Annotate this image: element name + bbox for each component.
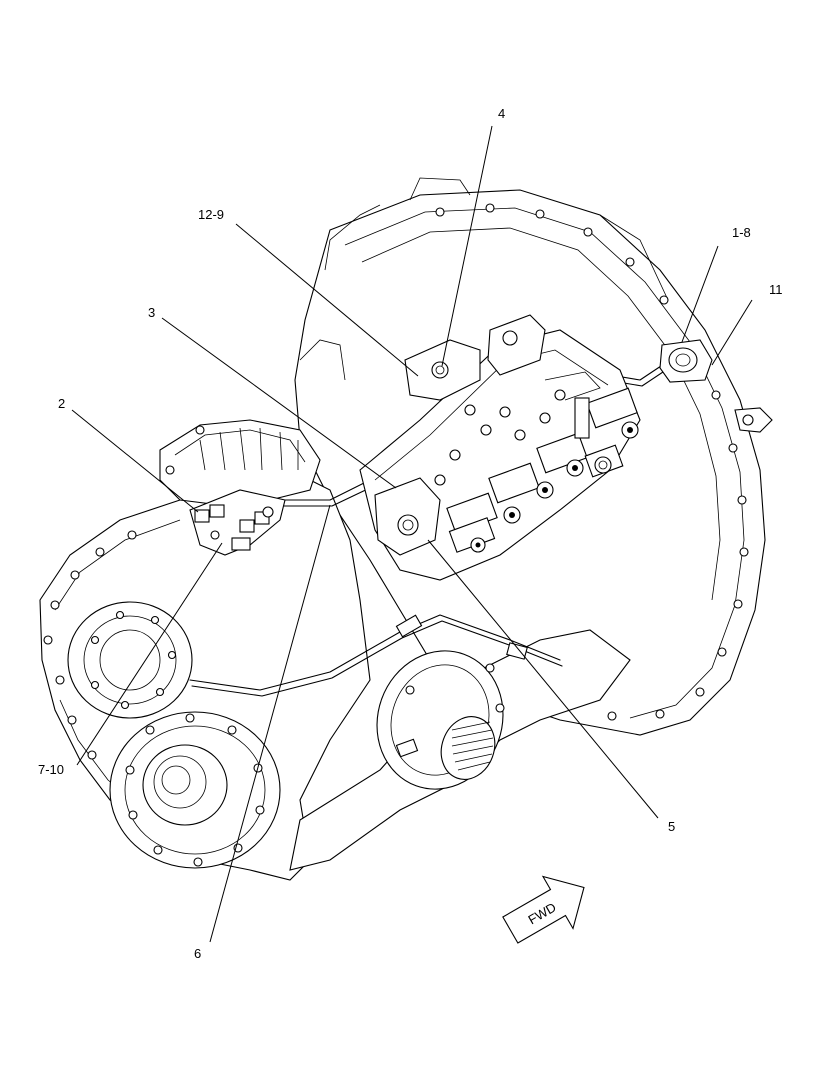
solenoid-valves <box>434 371 639 553</box>
callout-7-10: 7-10 <box>38 762 65 777</box>
callout-5: 5 <box>668 819 676 834</box>
flange-bolts <box>435 203 749 721</box>
callout-2: 2 <box>58 396 66 411</box>
solenoid-5 <box>448 517 496 553</box>
solenoid-3 <box>488 462 554 504</box>
callout-12-9: 12-9 <box>198 207 225 222</box>
front-output-yoke <box>289 629 631 871</box>
solenoid-2 <box>536 432 588 477</box>
yoke-spline <box>451 721 494 771</box>
control-valve-body <box>359 314 641 581</box>
fwd-direction-arrow: FWD <box>502 875 585 944</box>
solenoid-4 <box>446 492 521 534</box>
callout-11: 11 <box>769 282 783 297</box>
callout-1-8: 1-8 <box>732 225 751 240</box>
leader-lines <box>71 125 753 943</box>
callout-3: 3 <box>148 305 156 320</box>
harness-grommet <box>659 339 713 383</box>
callout-4: 4 <box>498 106 506 121</box>
solenoid-1 <box>586 387 639 439</box>
harness-connector <box>189 489 286 556</box>
callout-6: 6 <box>194 946 202 961</box>
lower-output-flange <box>109 711 281 869</box>
upper-output-flange <box>67 601 193 719</box>
solenoid-6 <box>584 444 624 478</box>
